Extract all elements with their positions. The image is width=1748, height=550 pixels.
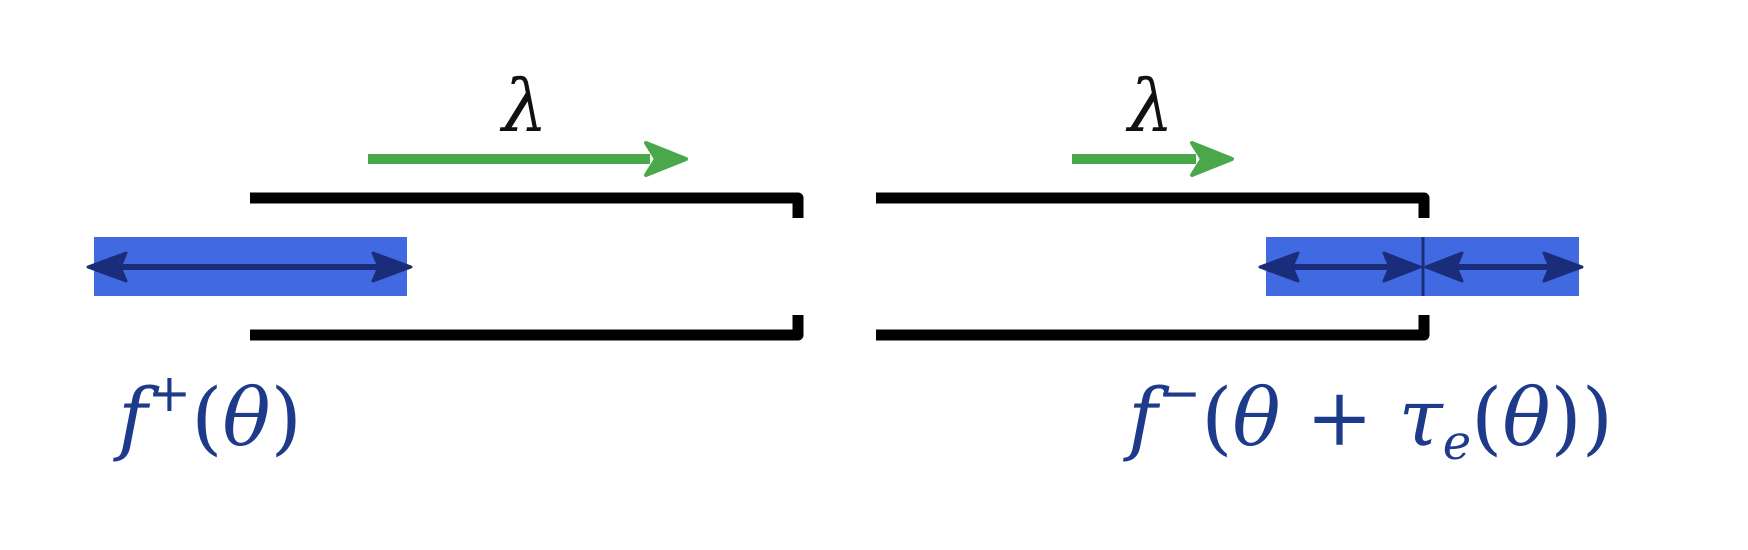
right-panel [876, 141, 1584, 341]
right-sign: − [1157, 364, 1202, 424]
right-tau: τ [1398, 371, 1443, 464]
right-waveguide [876, 192, 1430, 341]
right-open-paren-2: ( [1471, 371, 1503, 464]
left-open-paren: ( [191, 371, 223, 464]
right-wavelength-label: λ [1128, 64, 1174, 148]
right-f: f [1128, 371, 1158, 464]
left-theta: θ [222, 371, 271, 464]
right-open-paren: ( [1201, 371, 1233, 464]
right-theta-2: θ [1502, 371, 1551, 464]
right-tau-subscript: e [1442, 415, 1472, 471]
left-wavelength-label: λ [502, 64, 548, 148]
left-propagation-arrow [368, 141, 688, 177]
left-function-label: f+(θ) [118, 368, 302, 458]
right-theta: θ [1232, 371, 1281, 464]
left-f: f [118, 371, 148, 464]
right-double-arrow-right [1424, 251, 1584, 283]
left-panel [86, 141, 804, 341]
right-plus: + [1280, 371, 1399, 464]
left-double-arrow [86, 251, 413, 283]
right-close-parens: )) [1550, 371, 1613, 464]
right-double-arrow-left [1258, 251, 1422, 283]
left-close-paren: ) [270, 371, 302, 464]
left-sign: + [147, 364, 192, 424]
right-function-label: f−(θ + τe(θ)) [1128, 368, 1613, 467]
right-propagation-arrow [1072, 141, 1234, 177]
left-waveguide [250, 192, 804, 341]
